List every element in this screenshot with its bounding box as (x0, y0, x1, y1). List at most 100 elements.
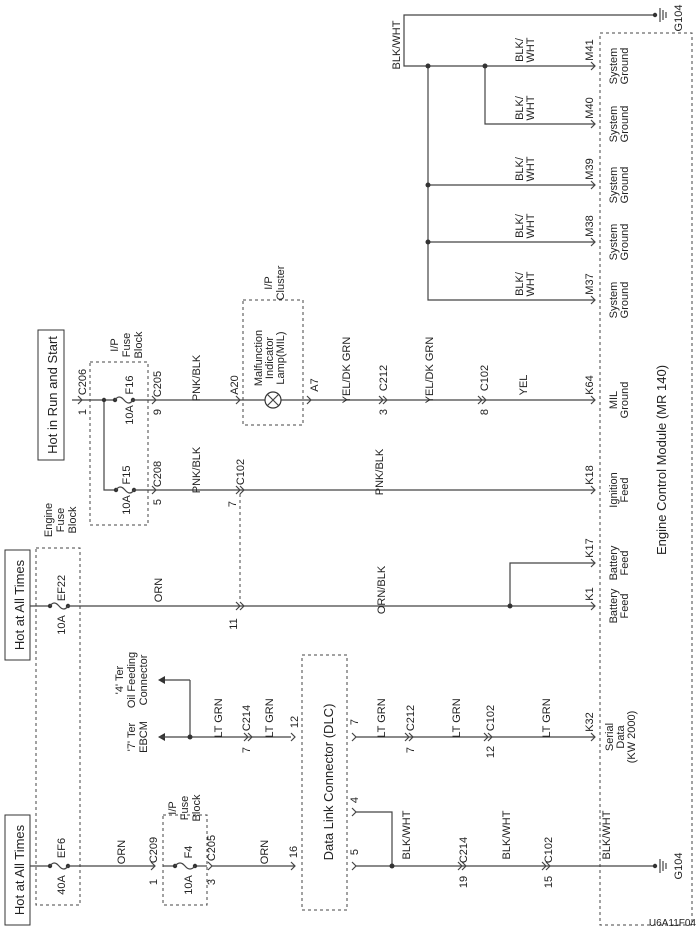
wire-orn-blk (509, 562, 595, 606)
svg-text:System: System (608, 224, 620, 261)
connector-c102 (541, 861, 551, 871)
svg-text:WHT: WHT (525, 271, 537, 296)
pin-number: 5 (349, 849, 361, 855)
oil-feeding-label: '4' Ter (114, 665, 126, 694)
engine-fuse-block (35, 547, 81, 906)
svg-text:K17: K17 (584, 538, 596, 558)
wire-label: BLK/WHT (501, 810, 513, 859)
ip-fuse-block-label: I/P (109, 338, 121, 351)
svg-text:System: System (608, 167, 620, 204)
pin-number: 15 (543, 876, 555, 888)
ef6-rating: 40A (56, 875, 68, 895)
hot-at-all-times-label-1: Hot at All Times (12, 824, 27, 915)
f4-name: F4 (183, 846, 195, 859)
wire-label: YEL/DK GRN (341, 337, 353, 404)
fuse-f4 (163, 862, 207, 870)
pin-number: 7 (349, 719, 361, 725)
connector-label: C212 (405, 705, 417, 731)
pin-number: A7 (309, 378, 321, 391)
connector-label: C214 (241, 705, 253, 731)
svg-text:K64: K64 (584, 375, 596, 395)
fuse-f16 (112, 396, 595, 404)
wire-label: BLK/WHT (391, 20, 403, 69)
svg-text:WHT: WHT (525, 213, 537, 238)
svg-text:Data: Data (615, 725, 627, 749)
connector-c214 (457, 861, 467, 871)
svg-text:Feed: Feed (619, 593, 631, 618)
dlc-pin-7 (351, 732, 357, 742)
wire-label: ORN (153, 578, 165, 603)
hot-in-run-and-start-label: Hot in Run and Start (45, 336, 60, 454)
connector-c102 (235, 485, 245, 495)
ip-cluster-label: I/P (263, 276, 275, 289)
wire-label: YEL (518, 375, 530, 396)
svg-text:WHT: WHT (525, 156, 537, 181)
connector-label: C208 (152, 461, 164, 487)
fuse-ef22 (30, 602, 71, 610)
splice (389, 863, 395, 869)
connector-c205 (151, 395, 157, 405)
mil-label: Lamp(MIL) (275, 331, 287, 384)
ip-cluster-label: Cluster (275, 265, 287, 300)
mil-label: Indicator (264, 337, 276, 380)
dlc-pin-5 (351, 861, 357, 871)
pin-number: A20 (229, 375, 241, 395)
f16-name: F16 (124, 376, 136, 395)
connector-label: C102 (235, 459, 247, 485)
svg-text:Ground: Ground (619, 282, 631, 319)
ip-fuse-block-label: Block (191, 794, 203, 821)
pin-number: 11 (228, 618, 240, 629)
wire-blk-wht (356, 811, 393, 866)
connector-label: C209 (148, 837, 160, 863)
svg-text:System: System (608, 282, 620, 319)
wire-label: PNK/BLK (191, 446, 203, 493)
ground-icon (652, 859, 667, 873)
svg-text:Feed: Feed (619, 550, 631, 575)
wire-label: BLK/WHT (401, 810, 413, 859)
oil-feeding-label: Connector (138, 654, 150, 705)
svg-text:Ground: Ground (619, 106, 631, 143)
cluster-pin-a7 (306, 395, 312, 405)
mil-label: Malfunction (253, 330, 265, 386)
ip-cluster (242, 299, 304, 426)
connector-label: C205 (206, 835, 218, 861)
svg-text:WHT: WHT (525, 37, 537, 62)
svg-text:Ground: Ground (619, 224, 631, 261)
engine-fuse-block-label: Block (67, 506, 79, 533)
pin-number: 5 (152, 499, 164, 505)
pin-number: 1 (148, 879, 160, 885)
svg-text:M39: M39 (584, 158, 596, 179)
pin-number: 7 (227, 501, 239, 507)
engine-fuse-block-label: Engine (43, 503, 55, 537)
ef6-name: EF6 (56, 838, 68, 858)
f16-rating: 10A (124, 405, 136, 425)
ground-icon (652, 8, 667, 22)
svg-text:Ground: Ground (619, 382, 631, 419)
pin-number: 16 (288, 846, 300, 858)
splice (482, 63, 488, 69)
dlc-pin-4 (351, 807, 357, 817)
svg-text:Serial: Serial (604, 723, 616, 751)
svg-text:Ignition: Ignition (608, 472, 620, 507)
hot-at-all-times-box-2 (4, 549, 31, 661)
lamp-icon (264, 391, 282, 409)
svg-text:BLK/: BLK/ (514, 271, 526, 296)
connector-label: C102 (543, 837, 555, 863)
ip-fuse-block-f15-f16 (89, 361, 149, 526)
svg-text:System: System (608, 48, 620, 85)
fuse-f15 (113, 486, 595, 494)
hot-at-all-times-box-1 (4, 814, 31, 926)
f4-rating: 10A (183, 875, 195, 895)
pin-number: 7 (241, 747, 253, 753)
connector-c102 (483, 732, 493, 742)
dlc-label: Data Link Connector (DLC) (321, 704, 336, 861)
connector-label: C214 (458, 837, 470, 863)
ground-label: G104 (673, 5, 685, 32)
svg-text:System: System (608, 106, 620, 143)
